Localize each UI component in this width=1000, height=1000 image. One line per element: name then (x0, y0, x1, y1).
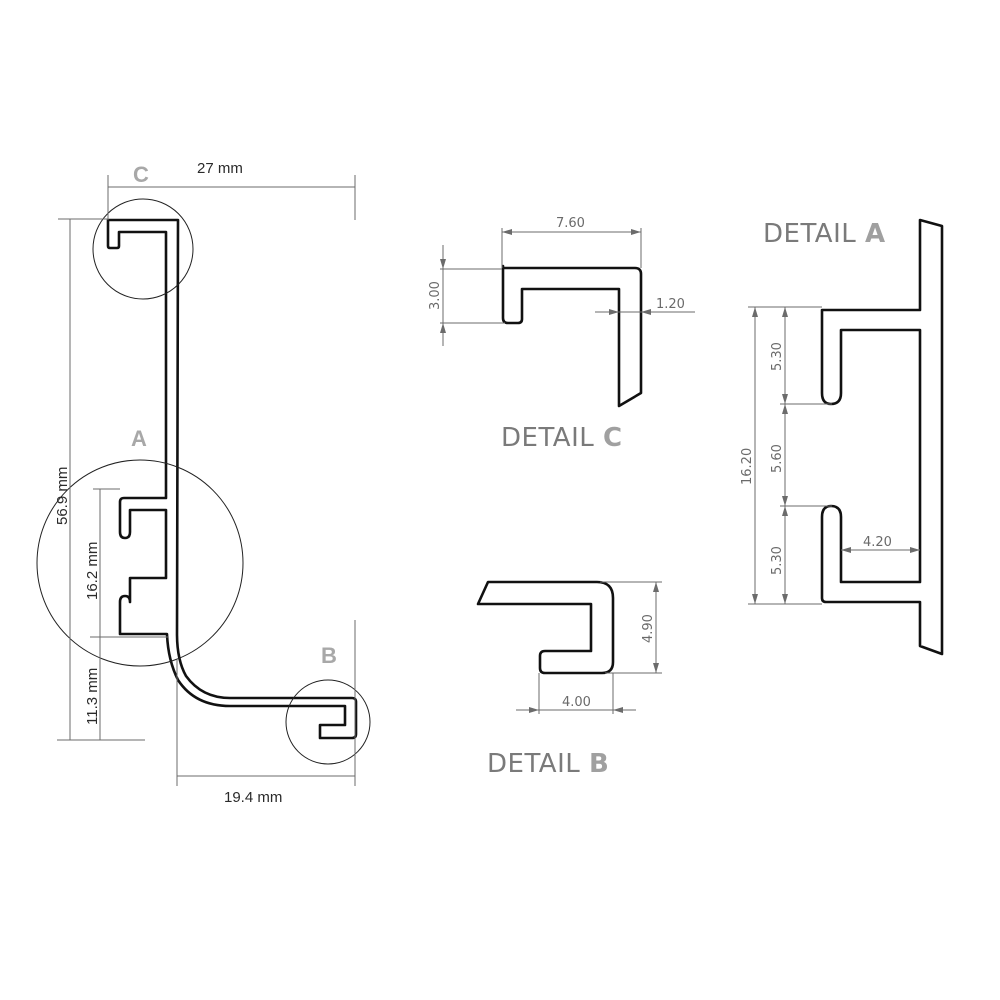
dim-label-56-9mm: 56.9 mm (54, 467, 71, 525)
detail-c-title: DETAIL C (501, 423, 623, 453)
detail-a-title: DETAIL A (763, 219, 886, 249)
callout-circle-a (36, 459, 244, 667)
detail-b-view: 4.90 4.00 DETAIL B (476, 580, 662, 779)
detail-c-dim-thickness: 1.20 (656, 297, 685, 312)
callout-circle-c (92, 198, 194, 300)
dim-label-27mm: 27 mm (197, 160, 243, 177)
dim-label-11-3mm: 11.3 mm (84, 668, 101, 725)
detail-a-dim-depth: 4.20 (863, 535, 892, 550)
dim-label-16-2mm: 16.2 mm (84, 542, 101, 600)
detail-c-profile (501, 264, 643, 408)
callout-circle-b (285, 679, 371, 765)
dim-slot-height: 16.2 mm (84, 488, 168, 740)
dim-top-width: 27 mm (107, 160, 356, 220)
callout-letter-b: B (321, 643, 337, 668)
callout-letter-a: A (131, 426, 147, 451)
main-profile-outline (106, 218, 358, 740)
detail-a-dim-total: 16.20 (740, 448, 755, 485)
dim-total-height: 56.9 mm (54, 218, 108, 740)
main-profile-view: C A B 27 mm 56.9 mm 16.2 mm 11.3 mm (36, 160, 371, 806)
detail-b-title: DETAIL B (487, 749, 609, 779)
detail-a-view: 16.20 5.30 5.60 5.30 4.20 DETAIL A (740, 218, 944, 656)
dim-label-19-4mm: 19.4 mm (224, 789, 282, 806)
detail-a-profile (820, 218, 944, 656)
callout-letter-c: C (133, 162, 149, 187)
detail-c-dim-width: 7.60 (556, 216, 585, 231)
detail-c-view: 7.60 3.00 1.20 DETAIL C (428, 216, 695, 453)
detail-a-dim-upper: 5.30 (770, 342, 785, 371)
detail-c-dim-height: 3.00 (428, 281, 443, 310)
detail-b-profile (476, 580, 615, 675)
dim-bottom-width: 19.4 mm (176, 620, 356, 806)
detail-a-dim-lower: 5.30 (770, 546, 785, 575)
detail-b-dim-height: 4.90 (641, 614, 656, 643)
dim-lower-height: 11.3 mm (57, 668, 145, 741)
detail-b-dim-width: 4.00 (562, 695, 591, 710)
detail-a-dim-middle: 5.60 (770, 444, 785, 473)
